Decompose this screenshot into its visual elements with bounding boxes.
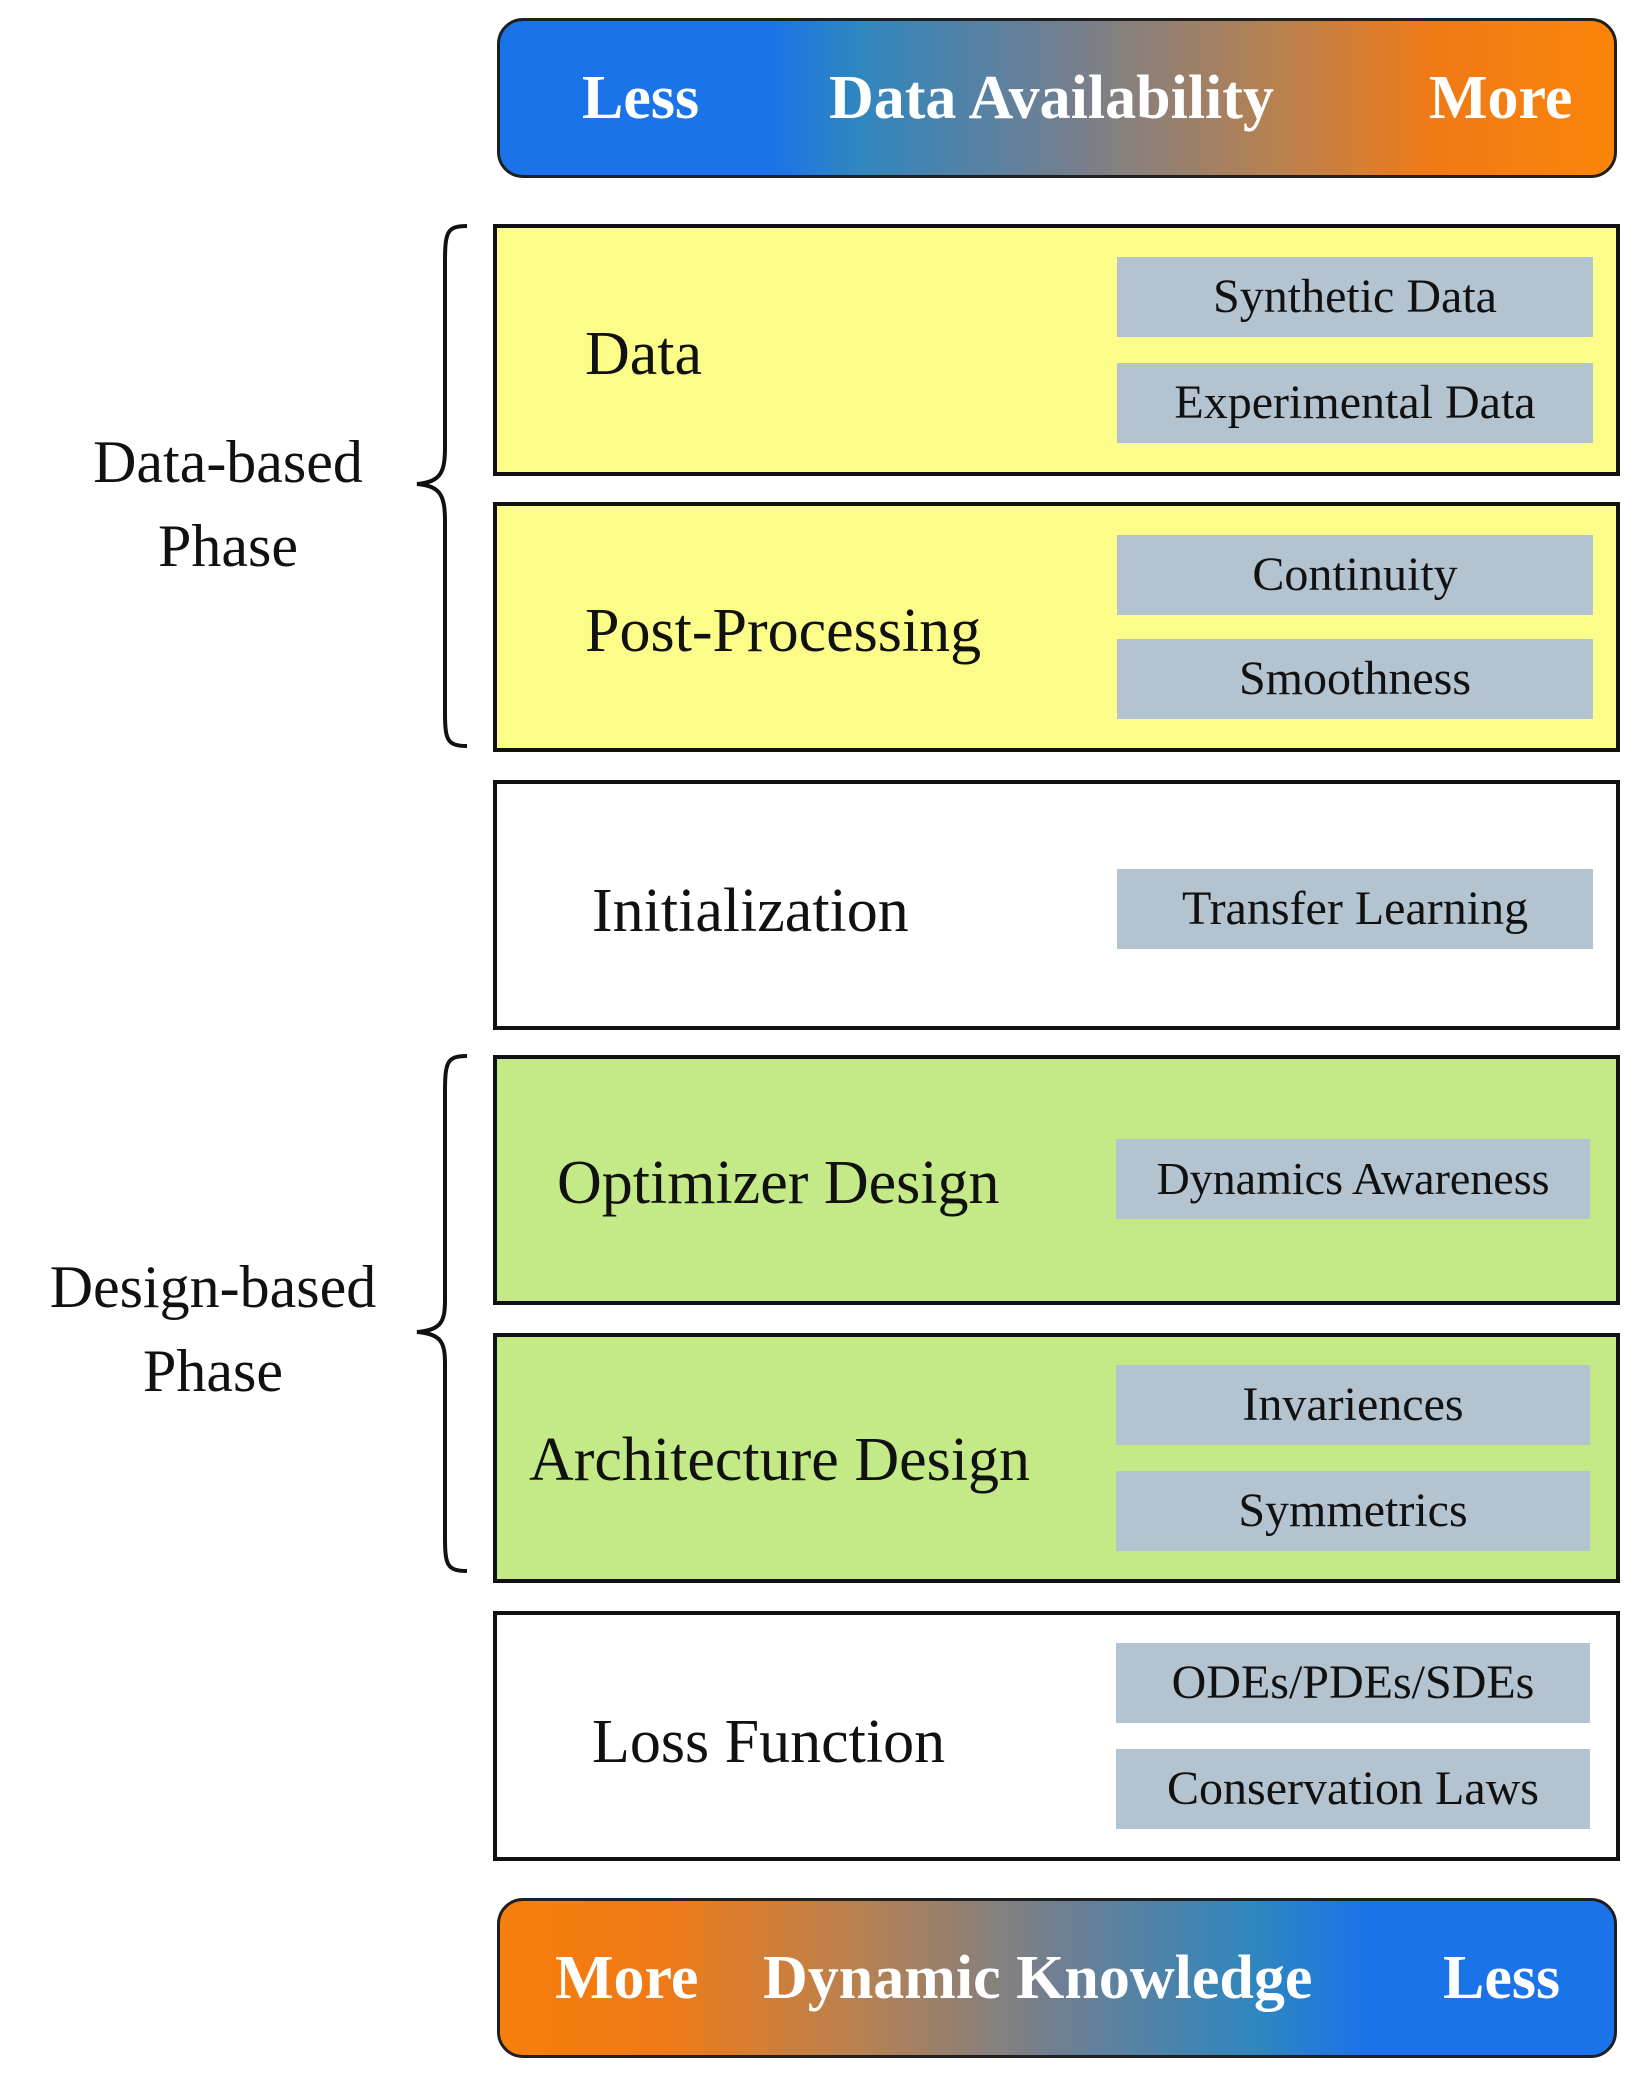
- dynamic-knowledge-bar: More Dynamic Knowledge Less: [497, 1898, 1617, 2058]
- item-synthetic-data: Synthetic Data: [1117, 257, 1593, 337]
- stage-title-data: Data: [585, 320, 703, 388]
- data-availability-more-label: More: [1429, 64, 1573, 132]
- stage-title-loss-function: Loss Function: [592, 1708, 946, 1776]
- item-experimental-data: Experimental Data: [1117, 363, 1593, 443]
- stage-title-optimizer-design: Optimizer Design: [557, 1149, 1000, 1217]
- item-conservation-laws: Conservation Laws: [1116, 1749, 1590, 1829]
- phase-label-data-based: Data-based Phase: [93, 429, 363, 579]
- data-availability-bar: Less Data Availability More: [497, 18, 1617, 178]
- dynamic-knowledge-more-label: More: [555, 1944, 699, 2012]
- phase-label-design-based: Design-based Phase: [49, 1254, 377, 1404]
- dynamic-knowledge-title: Dynamic Knowledge: [763, 1944, 1313, 2012]
- stage-data: Data Synthetic Data Experimental Data: [493, 224, 1620, 476]
- data-availability-less-label: Less: [582, 64, 700, 132]
- stage-loss-function: Loss Function ODEs/PDEs/SDEs Conservatio…: [493, 1611, 1620, 1861]
- item-invariences: Invariences: [1116, 1365, 1590, 1445]
- data-availability-title: Data Availability: [829, 64, 1274, 132]
- item-symmetrics: Symmetrics: [1116, 1471, 1590, 1551]
- item-continuity: Continuity: [1117, 535, 1593, 615]
- data-phase-brace: [416, 224, 468, 748]
- stage-optimizer-design: Optimizer Design Dynamics Awareness: [493, 1055, 1620, 1305]
- stage-architecture-design: Architecture Design Invariences Symmetri…: [493, 1333, 1620, 1583]
- design-phase-brace: [416, 1054, 468, 1573]
- stage-title-post-processing: Post-Processing: [585, 597, 982, 665]
- item-dynamics-awareness: Dynamics Awareness: [1116, 1139, 1590, 1219]
- stage-title-initialization: Initialization: [592, 877, 909, 945]
- stage-title-architecture-design: Architecture Design: [529, 1426, 1030, 1494]
- item-odes-pdes-sdes: ODEs/PDEs/SDEs: [1116, 1643, 1590, 1723]
- item-transfer-learning: Transfer Learning: [1117, 869, 1593, 949]
- dynamic-knowledge-less-label: Less: [1443, 1944, 1561, 2012]
- item-smoothness: Smoothness: [1117, 639, 1593, 719]
- stage-initialization: Initialization Transfer Learning: [493, 780, 1620, 1030]
- stage-post-processing: Post-Processing Continuity Smoothness: [493, 502, 1620, 752]
